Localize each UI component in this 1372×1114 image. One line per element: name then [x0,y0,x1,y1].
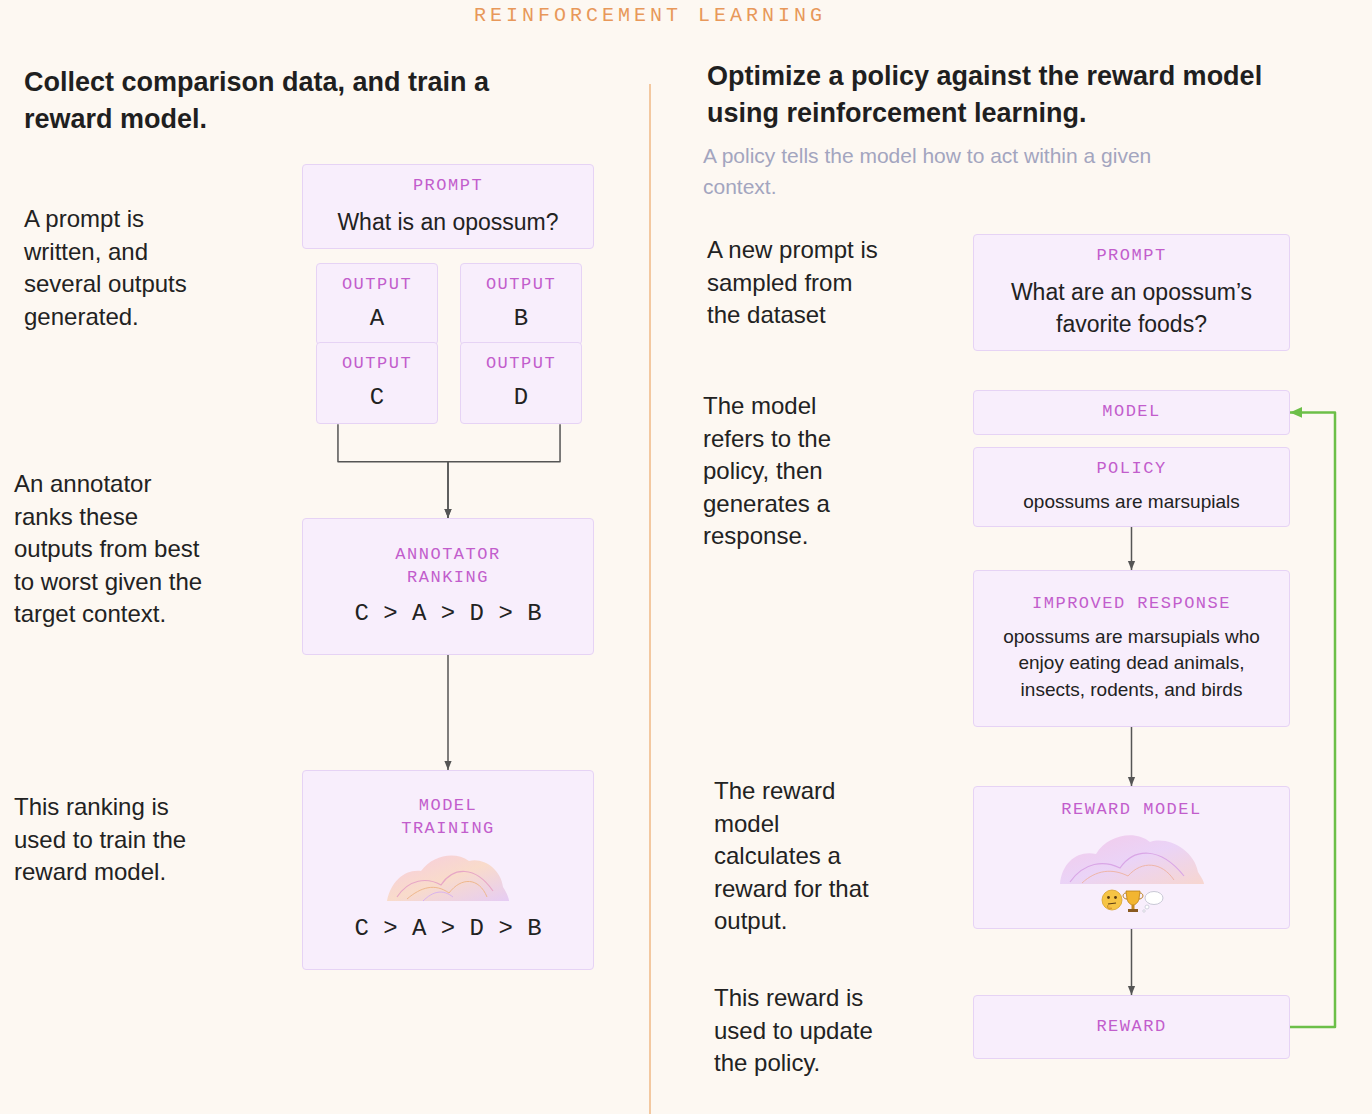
ranking-text: C > A > D > B [354,598,541,629]
response-text: opossums are marsupials [1023,489,1239,516]
output-letter: A [370,303,384,334]
output-box: OUTPUT A [316,263,438,345]
gradient-blob-illustration [383,847,513,903]
section-subheading: A policy tells the model how to act with… [703,140,1223,202]
box-tag: PROMPT [1096,245,1166,268]
box-tag: OUTPUT [486,274,556,297]
step-description: This ranking is used to train the reward… [14,791,199,889]
flow-arrow [1131,727,1133,786]
response-text: opossums are marsupials who enjoy eating… [990,624,1273,705]
ranking-box: ANNOTATOR RANKING C > A > D > B [302,518,594,655]
box-tag: REWARD MODEL [1061,799,1201,822]
prompt-box: PROMPT What is an opossum? [302,164,594,249]
prompt-box: PROMPT What are an opossum’s favorite foo… [973,234,1290,351]
merge-arrow [338,424,448,518]
step-description: An annotator ranks these outputs from be… [14,468,204,631]
reward-box: REWARD [973,995,1290,1059]
box-tag: MODEL TRAINING [383,795,513,841]
step-description: The model refers to the policy, then gen… [703,390,873,553]
box-tag: MODEL [1102,401,1161,424]
box-tag: OUTPUT [342,274,412,297]
output-box: OUTPUT C [316,342,438,424]
reward-model-box: REWARD MODEL [973,786,1290,929]
feedback-arrow [1290,412,1335,1027]
box-tag: OUTPUT [486,353,556,376]
flow-arrow [447,655,449,770]
diagram-title: REINFORCEMENT LEARNING [400,4,900,27]
response-box: IMPROVED RESPONSE opossums are marsupials… [973,570,1290,727]
output-box: OUTPUT B [460,263,582,345]
step-description: The reward model calculates a reward for… [714,775,886,938]
output-letter: D [514,382,528,413]
box-tag: ANNOTATOR RANKING [383,544,513,590]
step-description: A prompt is written, and several outputs… [24,203,224,333]
step-description: A new prompt is sampled from the dataset [707,234,892,332]
flow-arrow [1131,929,1133,995]
box-tag: OUTPUT [342,353,412,376]
box-tag: PROMPT [413,175,483,198]
training-box: MODEL TRAINING C > A > D > B [302,770,594,970]
reward-blob-illustration [1052,828,1212,914]
output-box: OUTPUT D [460,342,582,424]
connector-group [338,412,1335,1027]
step-description: This reward is used to update the policy… [714,982,904,1080]
output-letter: B [514,303,528,334]
box-text: What are an opossum’s favorite foods? [990,276,1273,340]
output-letter: C [370,382,384,413]
flow-arrow [1131,527,1133,570]
section-divider [649,84,651,1114]
policy-box: POLICY opossums are marsupials [973,447,1290,527]
model-box: MODEL [973,390,1290,435]
box-tag: IMPROVED RESPONSE [1032,593,1231,616]
merge-arrow [448,424,560,518]
box-tag: REWARD [1096,1016,1166,1039]
section-heading: Optimize a policy against the reward mod… [707,58,1287,132]
ranking-text: C > A > D > B [354,913,541,944]
section-heading: Collect comparison data, and train a rew… [24,64,584,138]
box-text: What is an opossum? [337,206,558,238]
box-tag: POLICY [1096,458,1166,481]
